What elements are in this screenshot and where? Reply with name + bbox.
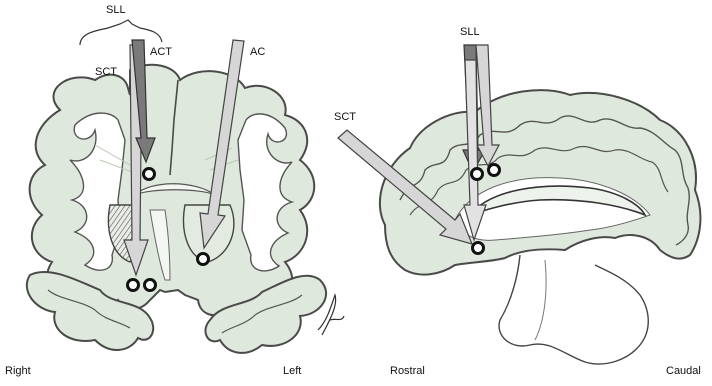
- sll-brace-coronal: [80, 20, 162, 45]
- brainstem-outline: [499, 255, 648, 364]
- target-sll-sagittal-b: [489, 165, 500, 176]
- orientation-right: Right: [5, 365, 31, 377]
- label-sct-sagittal: SCT: [334, 111, 356, 123]
- label-act-coronal: ACT: [150, 46, 172, 58]
- sagittal-section: SLL SCT Rostral Caudal: [334, 26, 701, 377]
- target-act-coronal: [144, 169, 155, 180]
- target-ac-coronal: [198, 254, 209, 265]
- label-ac-coronal: AC: [250, 46, 265, 58]
- orientation-rostral: Rostral: [390, 365, 425, 377]
- label-sll-sagittal: SLL: [460, 26, 480, 38]
- target-sct-coronal-a: [128, 280, 139, 291]
- target-sct-sagittal: [473, 243, 484, 254]
- target-sll-sagittal-a: [472, 169, 483, 180]
- label-sct-coronal: SCT: [95, 66, 117, 78]
- orientation-left: Left: [283, 365, 301, 377]
- orientation-caudal: Caudal: [666, 365, 701, 377]
- label-sll-coronal: SLL: [106, 4, 126, 16]
- coronal-section: SLL SCT ACT AC Right Left: [5, 4, 344, 377]
- target-sct-coronal-b: [145, 280, 156, 291]
